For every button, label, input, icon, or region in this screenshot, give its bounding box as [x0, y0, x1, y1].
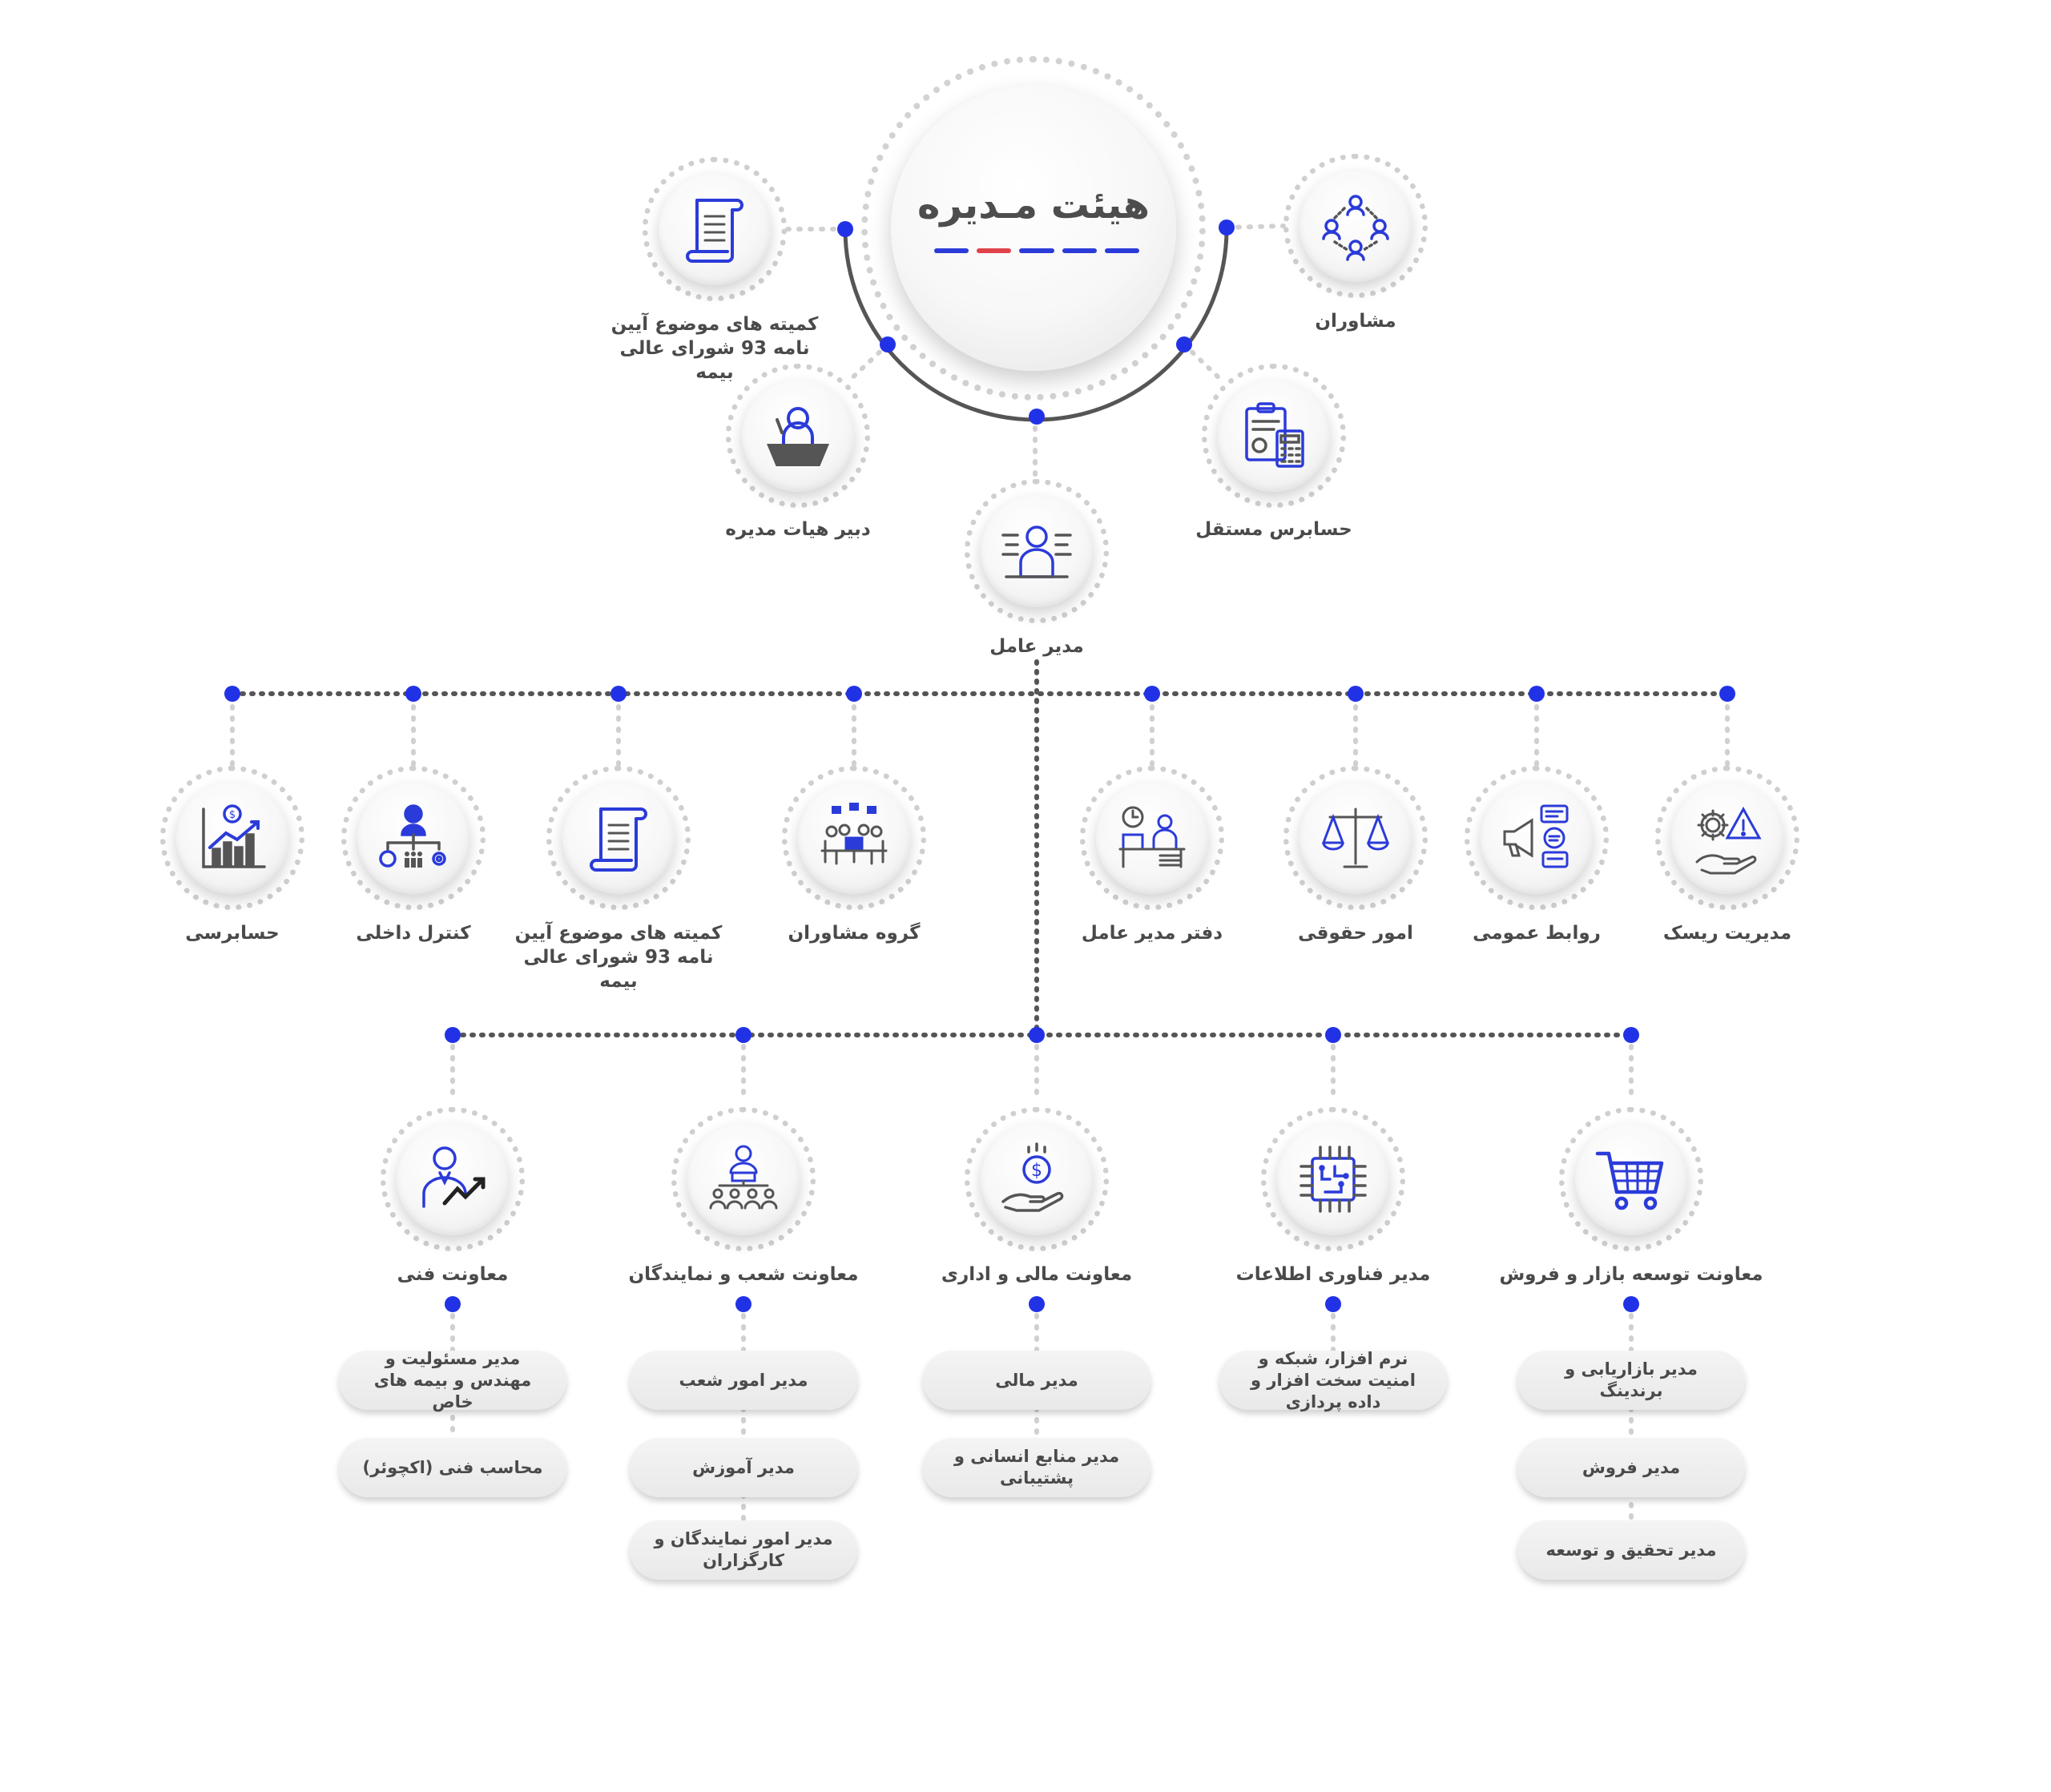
- board-ring: [861, 56, 1206, 401]
- board-title: هیئت مـدیره: [917, 183, 1150, 228]
- gear-warning-icon: [1695, 806, 1762, 875]
- connector-dot: [1348, 686, 1364, 702]
- connector-dot: [846, 686, 862, 702]
- ceo-office-node: [1080, 766, 1224, 910]
- person-trend-icon: [422, 1146, 486, 1208]
- clipboard-calculator-icon: [1245, 402, 1304, 468]
- sub-unit-pill: مدیر تحقیق و توسعه: [1517, 1520, 1745, 1580]
- connector-dot: [1029, 1027, 1045, 1043]
- row2-label: کنترل داخلی: [356, 923, 471, 944]
- document-scroll-icon: [686, 199, 743, 263]
- sub-unit-pill: مدیر امور شعب: [630, 1351, 857, 1410]
- connector-dot: [224, 686, 240, 702]
- row3-label: معاونت توسعه بازار و فروش: [1499, 1264, 1763, 1285]
- connector-dot: [445, 1296, 461, 1312]
- sub-unit-pill: مدیر فروش: [1517, 1438, 1745, 1497]
- advisors-node: [1283, 154, 1428, 298]
- connector-dot: [1623, 1027, 1639, 1043]
- public-relations-node: [1465, 766, 1609, 910]
- connector-dot: [1325, 1296, 1341, 1312]
- row3-label: معاونت فنی: [397, 1264, 509, 1285]
- sub-unit-pill: مدیر منابع انسانی و پشتیبانی: [923, 1438, 1150, 1497]
- connector-dot: [1176, 336, 1192, 352]
- connector-dot: [445, 1027, 461, 1043]
- row3-label: معاونت شعب و نمایندگان: [628, 1264, 859, 1285]
- auditor-label: حسابرس مستقل: [1195, 519, 1352, 540]
- sub-unit-pill: مدیر آموزش: [630, 1438, 857, 1497]
- network-people-icon: [1322, 195, 1389, 261]
- committee2-node: [546, 766, 691, 910]
- connector-dot: [1529, 686, 1545, 702]
- internal-control-node: [341, 766, 486, 910]
- dollar-hand-icon: $: [1001, 1142, 1064, 1212]
- row2-label: مدیریت ریسک: [1662, 923, 1792, 944]
- shopping-cart-icon: [1595, 1151, 1664, 1210]
- connector-dot: [1325, 1027, 1341, 1043]
- auditor-node: [1202, 364, 1346, 508]
- audit-node: $: [160, 766, 304, 910]
- sub-unit-pill: مدیر امور نمایندگان و کارگزاران: [630, 1520, 857, 1580]
- sub-unit-pill: مدیر مسئولیت و مهندس و بیمه های خاص: [339, 1349, 566, 1411]
- board-face: [891, 86, 1176, 371]
- advisors-label: مشاوران: [1315, 311, 1396, 332]
- connector-dot: [610, 686, 627, 702]
- manager-icon: [1001, 526, 1072, 578]
- technical-deputy-node: [381, 1107, 525, 1251]
- connector-dot: [1219, 219, 1235, 236]
- connector-dot: [405, 686, 421, 702]
- row2-label: دفتر مدیر عامل: [1081, 923, 1223, 944]
- connector-dot: [880, 336, 896, 352]
- connector-dot: [1029, 409, 1045, 425]
- circuit-chip-icon: [1300, 1146, 1367, 1213]
- sales-deputy-node: [1559, 1107, 1703, 1251]
- sub-unit-pill: مدیر مالی: [923, 1351, 1150, 1410]
- svg-text:$: $: [1031, 1161, 1042, 1181]
- meeting-table-icon: [820, 803, 888, 865]
- risk-management-node: [1655, 766, 1799, 910]
- connector-dot: [1623, 1296, 1639, 1312]
- row3-label: معاونت مالی و اداری: [941, 1264, 1133, 1285]
- connector-dot: [1719, 686, 1735, 702]
- branches-deputy-node: [671, 1107, 816, 1251]
- board-underline: [934, 248, 1140, 253]
- org-control-icon: [379, 804, 446, 868]
- scales-icon: [1321, 807, 1390, 868]
- sub-unit-pill: نرم افزار، شبکه و امنیت سخت افزار و داده…: [1219, 1349, 1447, 1411]
- row2-label: گروه مشاوران: [788, 923, 921, 944]
- advisors-group-node: [782, 766, 926, 910]
- row2-label: امور حقوقی: [1298, 923, 1413, 944]
- connector-dot: [735, 1296, 751, 1312]
- committee-node: [643, 157, 787, 301]
- megaphone-icon: [1503, 804, 1569, 868]
- committee-label: کمیته های موضوع آیین نامه 93 شورای عالی …: [610, 314, 819, 383]
- speaker-podium-icon: [767, 407, 829, 466]
- document-scroll-icon: [590, 807, 647, 872]
- growth-chart-icon: $: [202, 804, 266, 868]
- office-desk-icon: [1118, 806, 1186, 868]
- row3-label: مدیر فناوری اطلاعات: [1235, 1264, 1431, 1285]
- sub-unit-pill: مدیر بازاریابی و برندینگ: [1517, 1351, 1745, 1410]
- row2-label: کمیته های موضوع آیین نامه 93 شورای عالی …: [514, 923, 723, 992]
- sub-unit-pill: محاسب فنی (اکچوئر): [339, 1438, 566, 1497]
- team-hierarchy-icon: [709, 1145, 778, 1210]
- ceo-label: مدیر عامل: [989, 636, 1084, 657]
- connector-dot: [837, 221, 853, 237]
- board-of-directors: هیئت مـدیره: [861, 56, 1206, 401]
- svg-text:$: $: [229, 809, 236, 821]
- row2-label: روابط عمومی: [1473, 923, 1601, 944]
- row2-label: حسابرسی: [185, 923, 280, 944]
- secretary-label: دبیر هیات مدیره: [725, 519, 871, 540]
- secretary-node: [726, 364, 870, 508]
- finance-deputy-node: $: [965, 1107, 1109, 1251]
- connector-dot: [735, 1027, 751, 1043]
- legal-node: [1283, 766, 1428, 910]
- connector-dot: [1029, 1296, 1045, 1312]
- connector-dot: [1144, 686, 1160, 702]
- it-manager-node: [1261, 1107, 1405, 1251]
- light-dotted-links: [230, 223, 1730, 1523]
- ceo-node: [965, 479, 1109, 623]
